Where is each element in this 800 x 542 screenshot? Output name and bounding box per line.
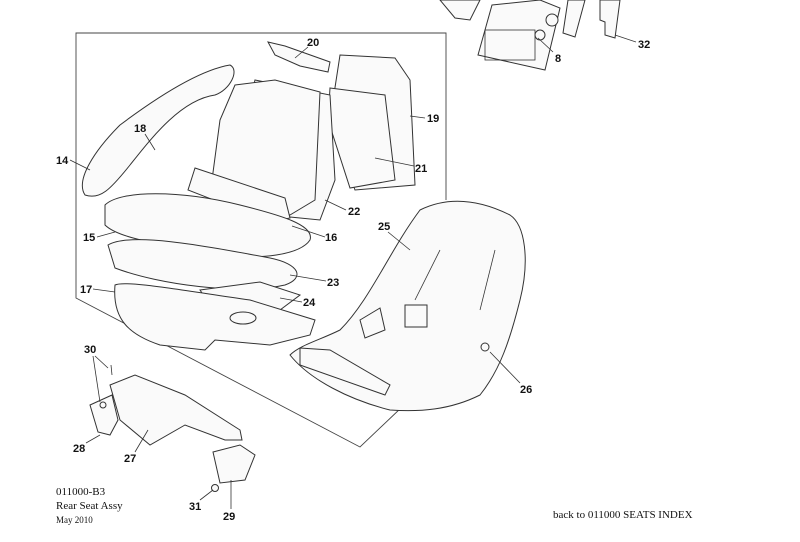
bolt-30 [99, 401, 107, 409]
callout-19: 19 [427, 113, 439, 125]
callout-14: 14 [56, 155, 69, 167]
cushion-recess [229, 311, 257, 325]
part-21 [327, 87, 396, 189]
callout-16: 16 [325, 232, 337, 244]
callout-22: 22 [348, 206, 360, 218]
diagram-info: 011000-B3 Rear Seat Assy May 2010 [56, 485, 123, 527]
diagram-date: May 2010 [56, 515, 93, 525]
shell-cutout [359, 307, 386, 339]
callout-21: 21 [415, 163, 427, 175]
part-29 [212, 444, 256, 484]
leader-lines [69, 34, 637, 509]
callout-20: 20 [307, 37, 319, 49]
part-17 [114, 283, 316, 351]
nut-31 [211, 484, 219, 492]
callout-29: 29 [223, 511, 235, 523]
callout-23: 23 [327, 277, 339, 289]
back-to-seats-index-link[interactable]: back to 011000 SEATS INDEX [553, 509, 693, 521]
shell-slot [404, 304, 428, 328]
callout-15: 15 [83, 232, 95, 244]
callout-31: 31 [189, 501, 201, 513]
part-18 [81, 64, 235, 197]
callout-8: 8 [555, 53, 561, 65]
callout-32: 32 [638, 39, 650, 51]
diagram-code: 011000-B3 [56, 486, 106, 498]
shell-rail [299, 347, 391, 396]
callout-26: 26 [520, 384, 532, 396]
shell-bolt [480, 342, 490, 352]
callout-24: 24 [303, 297, 316, 309]
callout-30: 30 [84, 344, 96, 356]
part-23 [107, 239, 298, 290]
callout-28: 28 [73, 443, 85, 455]
seat-hinge-part [439, 0, 621, 71]
part-27 [109, 374, 243, 446]
part-28 [89, 394, 119, 436]
callout-27: 27 [124, 453, 136, 465]
diagram-title: Rear Seat Assy [56, 500, 123, 512]
part-20 [267, 41, 331, 73]
assembly-frame [75, 32, 447, 448]
callout-25: 25 [378, 221, 390, 233]
callout-18: 18 [134, 123, 146, 135]
callout-17: 17 [80, 284, 92, 296]
backrest [209, 79, 321, 216]
